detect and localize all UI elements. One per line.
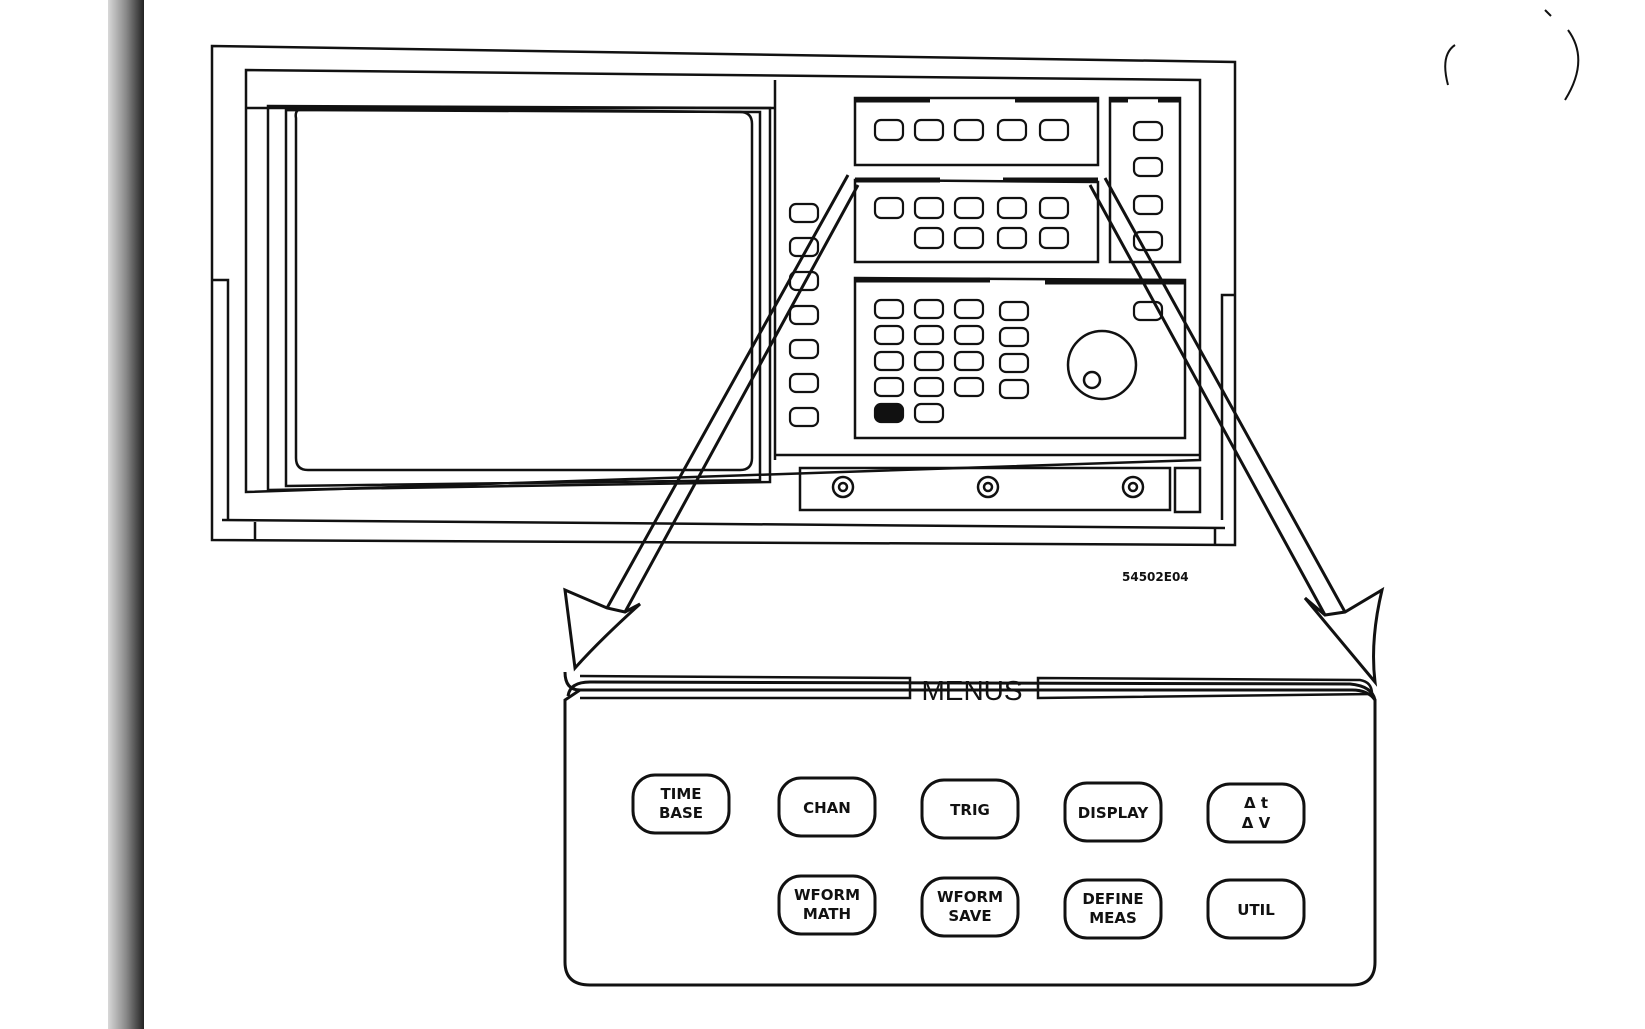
crt-screen bbox=[294, 106, 754, 472]
menu-button-display[interactable]: DISPLAY bbox=[1063, 781, 1163, 843]
svg-text:TRIG: TRIG bbox=[950, 801, 990, 819]
page-binding-edge bbox=[108, 0, 144, 1029]
menu-button-trig[interactable]: TRIG bbox=[920, 778, 1020, 840]
svg-text:Δ V: Δ V bbox=[1242, 814, 1271, 832]
menu-button-define-meas[interactable]: DEFINE MEAS bbox=[1063, 878, 1163, 940]
svg-text:DEFINE: DEFINE bbox=[1082, 890, 1143, 908]
menu-button-time-base[interactable]: TIME BASE bbox=[631, 773, 731, 835]
svg-text:TIME: TIME bbox=[661, 785, 702, 803]
menus-title: MENUS bbox=[921, 675, 1022, 706]
corner-mark bbox=[1444, 9, 1580, 101]
svg-text:DISPLAY: DISPLAY bbox=[1078, 804, 1150, 822]
svg-text:MEAS: MEAS bbox=[1089, 909, 1137, 927]
knob-icon bbox=[1066, 329, 1138, 401]
svg-text:WFORM: WFORM bbox=[937, 888, 1003, 906]
svg-text:MATH: MATH bbox=[803, 905, 851, 923]
menu-button-wform-save[interactable]: WFORM SAVE bbox=[920, 876, 1020, 938]
svg-text:WFORM: WFORM bbox=[794, 886, 860, 904]
svg-text:BASE: BASE bbox=[659, 804, 703, 822]
menus-panel: MENUS bbox=[563, 671, 1377, 987]
figure-id: 54502E04 bbox=[1122, 570, 1189, 584]
callout-arrows bbox=[563, 174, 1385, 687]
svg-text:Δ t: Δ t bbox=[1244, 794, 1268, 812]
menu-button-chan[interactable]: CHAN bbox=[777, 776, 877, 838]
instrument-drawing bbox=[210, 44, 1237, 547]
menu-button-delta-t-delta-v[interactable]: Δ t Δ V bbox=[1206, 782, 1306, 844]
svg-text:UTIL: UTIL bbox=[1237, 901, 1275, 919]
svg-text:CHAN: CHAN bbox=[803, 799, 851, 817]
menu-button-util[interactable]: UTIL bbox=[1206, 878, 1306, 940]
menu-button-wform-math[interactable]: WFORM MATH bbox=[777, 874, 877, 936]
svg-text:SAVE: SAVE bbox=[948, 907, 991, 925]
